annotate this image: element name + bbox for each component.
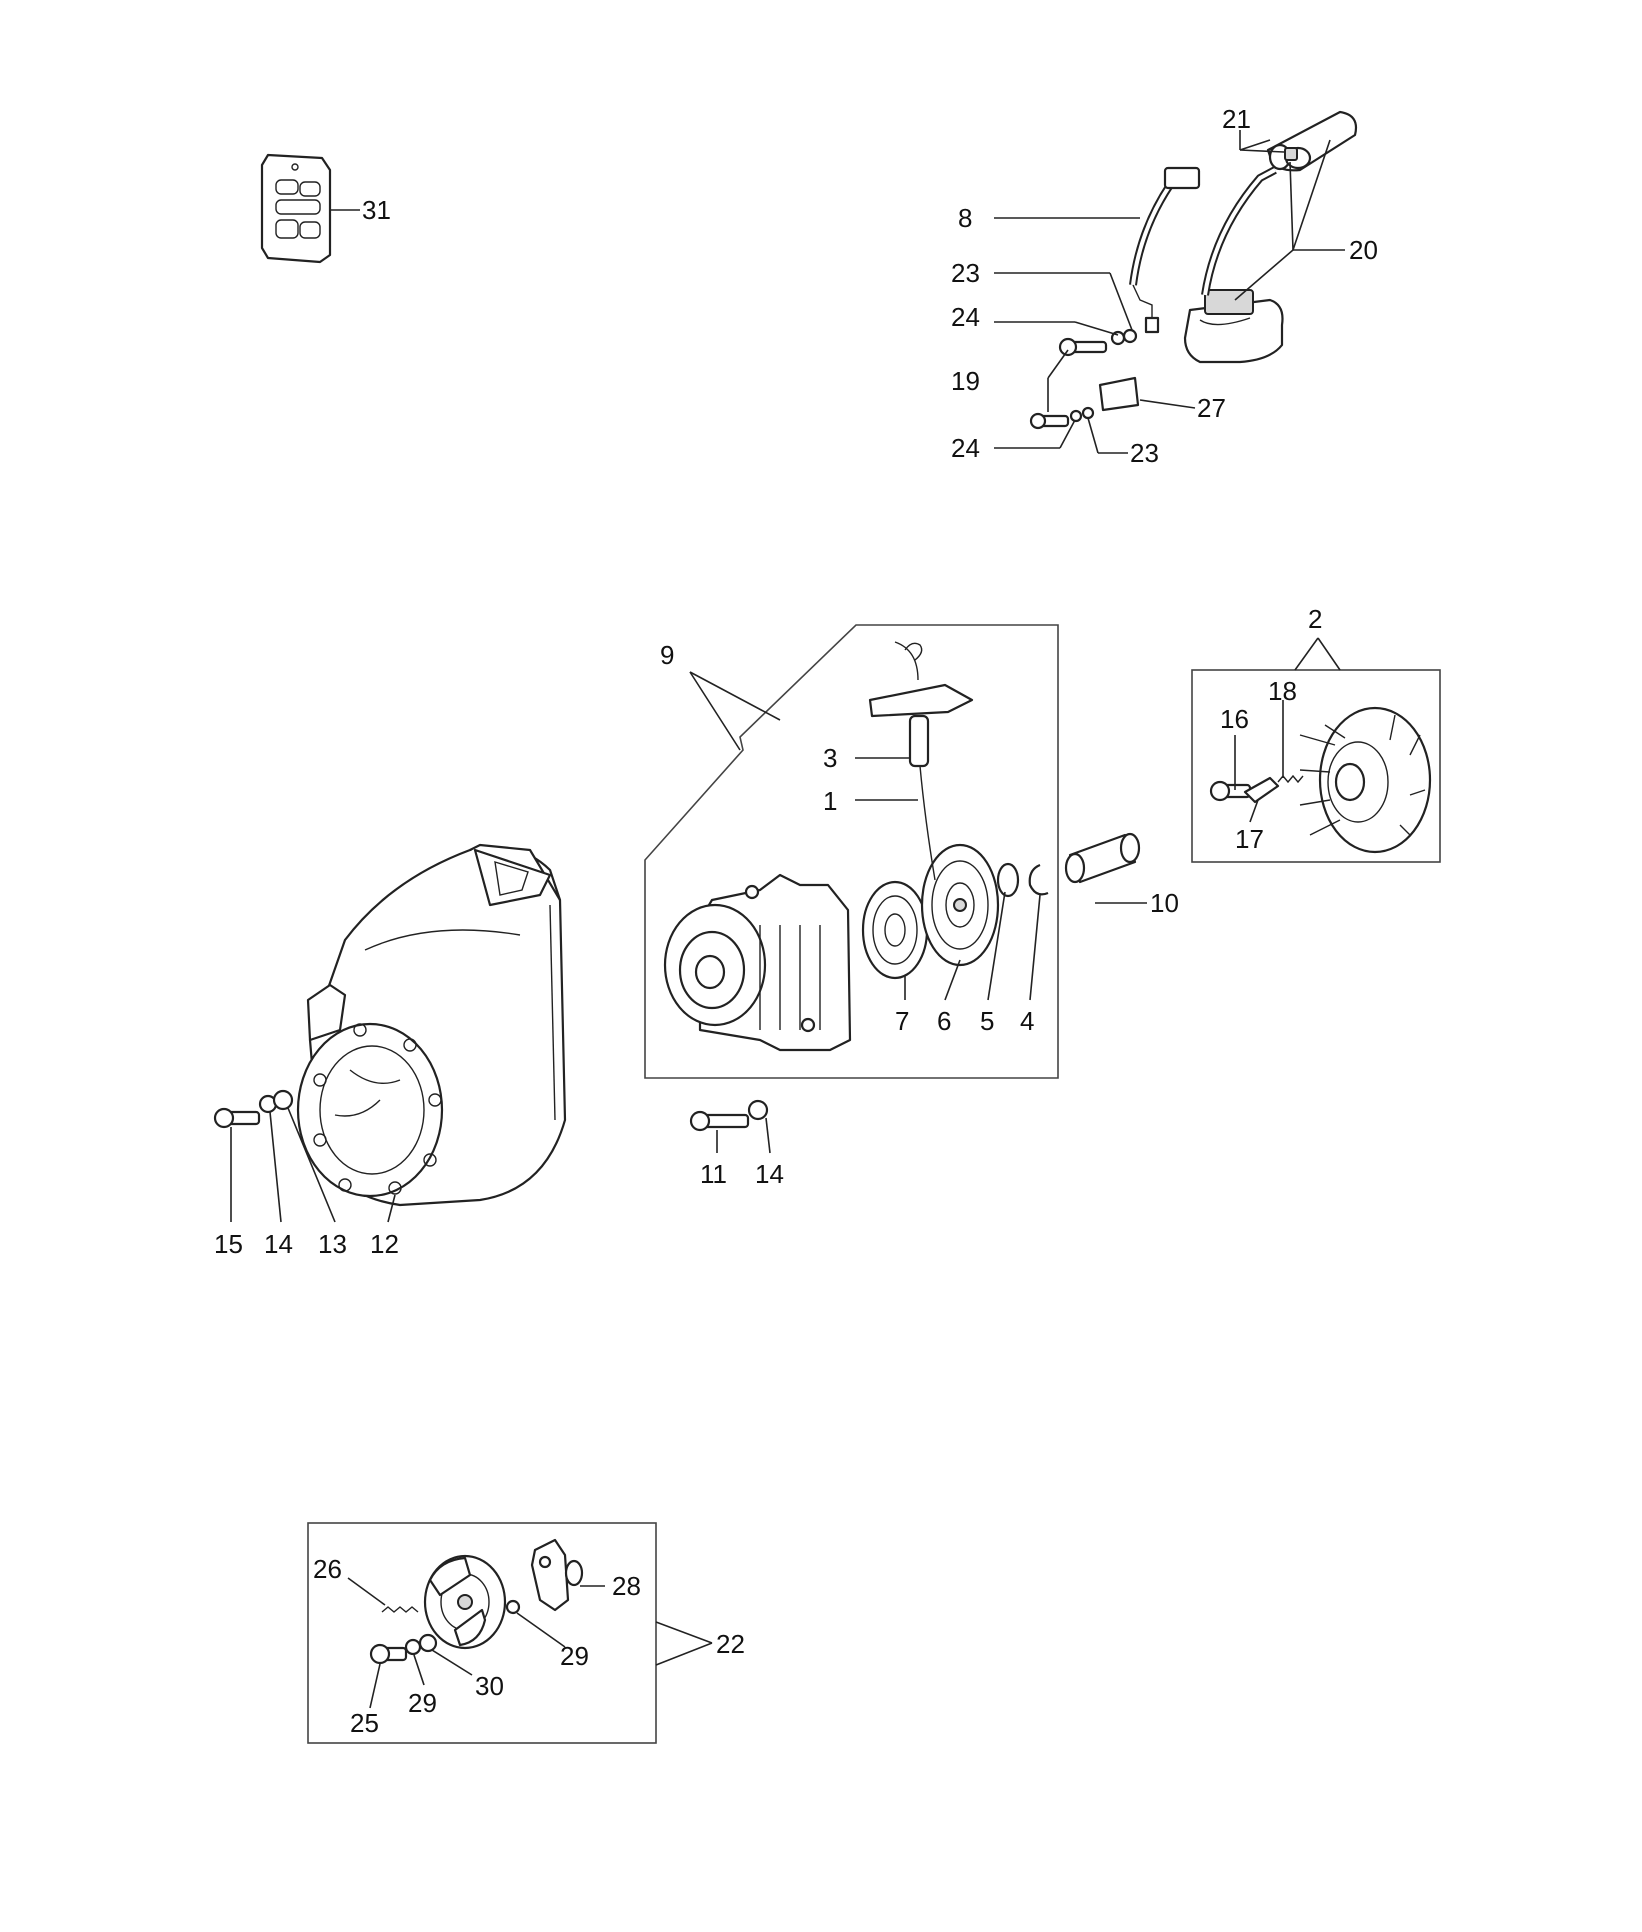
callout-10: 10 [1150,888,1179,918]
callout-19: 19 [951,366,980,396]
spacer-10 [1064,832,1141,884]
starter-handle-3 [868,641,974,768]
callout-23-bottom: 23 [1130,438,1159,468]
callout-4: 4 [1020,1006,1034,1036]
screw-25 [369,1643,408,1665]
callout-20: 20 [1349,235,1378,265]
callout-2: 2 [1308,604,1322,634]
part-31-shield [260,153,332,264]
part-27-plate [1098,376,1140,412]
spring-26 [381,1606,419,1613]
washer-13 [272,1089,294,1111]
ignition-wire-8 [1129,166,1201,334]
callout-12: 12 [370,1229,399,1259]
spring-18 [1277,774,1304,784]
callout-23-top: 23 [951,258,980,288]
callout-14-right: 14 [755,1159,784,1189]
callout-6: 6 [937,1006,951,1036]
callout-30: 30 [475,1671,504,1701]
screw-19-bottom [1029,406,1095,430]
washer-29-left [404,1638,422,1656]
clip-4 [1028,863,1049,896]
spark-plug-boot [1266,110,1358,172]
callout-26: 26 [313,1554,342,1584]
callout-3: 3 [823,743,837,773]
callout-7: 7 [895,1006,909,1036]
flywheel [1299,706,1432,854]
pawl-17 [1243,776,1280,804]
callout-27: 27 [1197,393,1226,423]
flywheel-group-box [1191,669,1441,863]
pulley-6 [920,843,1000,967]
callout-14-left: 14 [264,1229,293,1259]
callout-18: 18 [1268,676,1297,706]
screw-15 [213,1107,261,1129]
fan-housing-12 [296,843,567,1207]
callout-8: 8 [958,203,972,233]
clutch-shoe-assembly [423,1554,507,1650]
screw-11 [689,1110,750,1132]
callout-16: 16 [1220,704,1249,734]
callout-9: 9 [660,640,674,670]
starter-rope-1 [919,765,936,881]
callout-29-left: 29 [408,1688,437,1718]
callout-22: 22 [716,1629,745,1659]
callout-11: 11 [700,1159,727,1189]
callout-1: 1 [823,786,837,816]
clutch-group-box [307,1522,657,1744]
callout-25: 25 [350,1708,379,1738]
ignition-coil [1183,166,1284,364]
callout-24-top: 24 [951,302,980,332]
callout-31: 31 [362,195,391,225]
clutch-plate-28 [530,1538,584,1612]
screw-19-top [1058,328,1138,357]
washer-5 [996,862,1020,898]
starter-housing [663,873,852,1052]
callout-17: 17 [1235,824,1264,854]
recoil-spring-7 [861,880,929,980]
callout-5: 5 [980,1006,994,1036]
starter-group-box [644,624,1059,1079]
washer-29-right [505,1599,521,1615]
bushing-30 [418,1633,438,1653]
callout-21: 21 [1222,104,1251,134]
callout-29-right: 29 [560,1641,589,1671]
callout-24-bottom: 24 [951,433,980,463]
callout-13: 13 [318,1229,347,1259]
bolt-16 [1209,780,1252,802]
callout-28: 28 [612,1571,641,1601]
washer-14-right [747,1099,769,1121]
callout-15: 15 [214,1229,243,1259]
